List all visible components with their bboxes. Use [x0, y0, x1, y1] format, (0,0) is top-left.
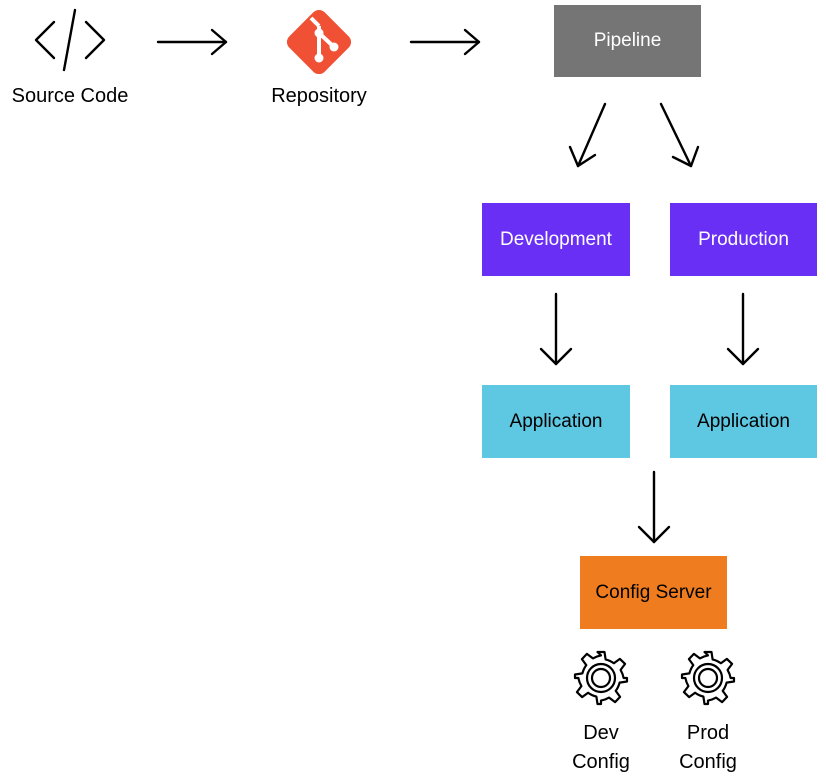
arrow-development-to-application [539, 292, 573, 366]
pipeline-node: Pipeline [554, 5, 701, 77]
gear-icon [573, 650, 629, 706]
code-brackets-icon [34, 8, 106, 72]
arrow-application-to-config-server [637, 470, 671, 544]
arrow-pipeline-to-development [568, 102, 607, 168]
development-application-node: Application [482, 385, 630, 458]
arrow-pipeline-to-production [659, 102, 700, 168]
config-server-node: Config Server [580, 556, 727, 629]
development-node: Development [482, 203, 630, 276]
dev-config-line2: Config [572, 751, 630, 773]
dev-config-line1: Dev [583, 722, 619, 744]
dev-config-label: Dev Config [556, 719, 646, 777]
prod-config-line1: Prod [686, 722, 730, 744]
arrow-production-to-application [726, 292, 760, 366]
git-logo-icon [286, 9, 352, 75]
prod-config-label: Prod Config [663, 719, 753, 777]
gear-icon [680, 650, 736, 706]
arrow-repository-to-pipeline [409, 28, 481, 56]
prod-config-line2: Config [679, 751, 737, 773]
production-node: Production [670, 203, 817, 276]
repository-label: Repository [271, 85, 367, 107]
source-code-label: Source Code [11, 85, 129, 107]
arrow-source-to-repository [156, 28, 228, 56]
production-application-node: Application [670, 385, 817, 458]
